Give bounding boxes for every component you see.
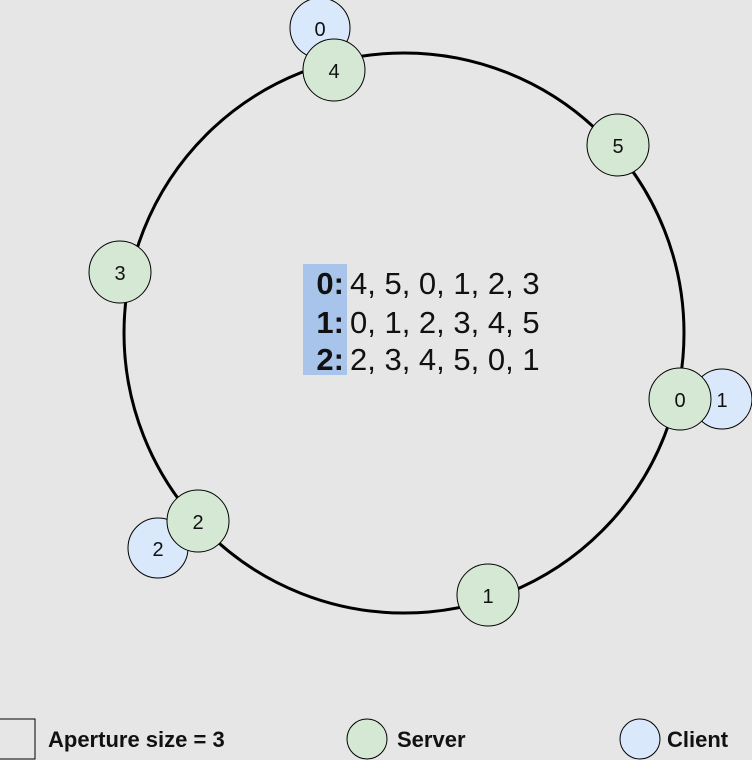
server-node-4-circle: [302, 38, 366, 102]
ordering-sequence-1: 0, 1, 2, 3, 4, 5: [350, 305, 540, 340]
legend-aperture-swatch: [0, 718, 36, 760]
server-node-1-circle: [456, 563, 520, 627]
server-node-1: 1: [456, 563, 520, 627]
legend-server-label: Server: [397, 727, 466, 752]
hash-ring: [122, 51, 686, 615]
server-node-3-circle: [88, 240, 152, 304]
server-node-0: 0: [648, 367, 712, 431]
server-node-4-label: 4: [328, 61, 339, 83]
ordering-key-1: 1:: [316, 305, 344, 340]
legend: Aperture size = 3 Server Client: [0, 718, 729, 760]
ordering-sequence-2: 2, 3, 4, 5, 0, 1: [350, 342, 540, 377]
ordering-key-0: 0:: [316, 266, 344, 301]
server-node-5-circle: [586, 113, 650, 177]
ordering-key-highlight: [303, 264, 347, 375]
server-node-3: 3: [88, 240, 152, 304]
server-node-5-label: 5: [612, 136, 623, 158]
ordering-sequence-0: 4, 5, 0, 1, 2, 3: [350, 266, 540, 301]
server-node-2-circle: [166, 489, 230, 553]
client-node-1-label: 1: [716, 390, 727, 412]
legend-client-label: Client: [667, 727, 729, 752]
ordering-key-2: 2:: [316, 342, 344, 377]
server-node-2-label: 2: [192, 512, 203, 534]
server-node-2: 2: [166, 489, 230, 553]
legend-aperture-label: Aperture size = 3: [48, 727, 225, 752]
server-node-5: 5: [586, 113, 650, 177]
client-node-0-label: 0: [314, 19, 325, 41]
ordering-table: 0: 4, 5, 0, 1, 2, 3 1: 0, 1, 2, 3, 4, 5 …: [303, 264, 540, 377]
server-node-3-label: 3: [114, 263, 125, 285]
server-node-1-label: 1: [482, 586, 493, 608]
server-node-0-label: 0: [674, 390, 685, 412]
legend-server-swatch: [346, 718, 388, 760]
client-node-2-label: 2: [152, 539, 163, 561]
server-node-0-circle: [648, 367, 712, 431]
server-node-4: 4: [302, 38, 366, 102]
legend-client-swatch: [619, 718, 661, 760]
